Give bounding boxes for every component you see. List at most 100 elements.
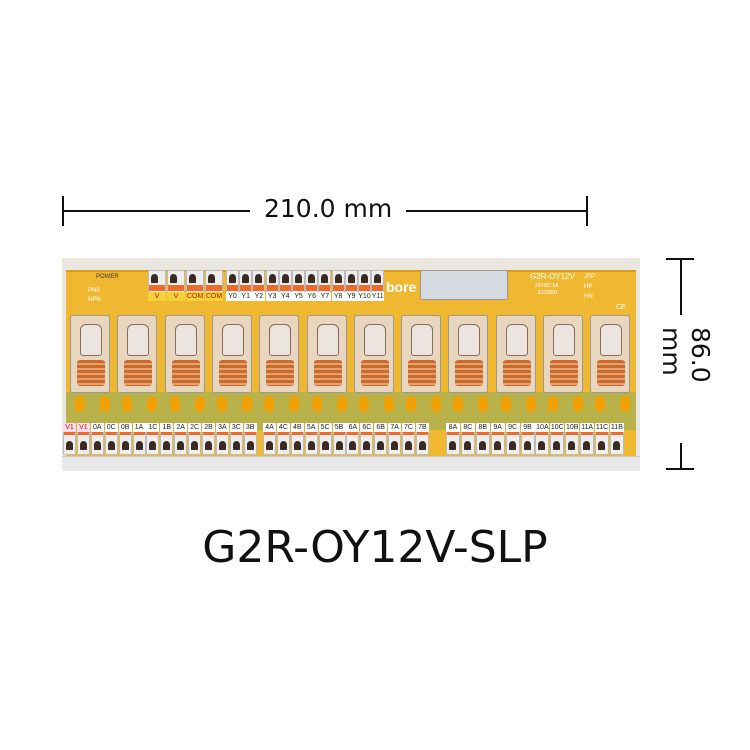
terminal-lever[interactable] bbox=[596, 429, 608, 435]
relay-coil bbox=[316, 324, 339, 356]
terminal-lever[interactable] bbox=[416, 429, 428, 435]
terminal[interactable] bbox=[374, 425, 388, 455]
terminal-hole bbox=[493, 441, 501, 450]
terminal-lever[interactable] bbox=[266, 285, 278, 291]
terminal-hole bbox=[268, 274, 276, 283]
jumper-jsp[interactable]: JSP bbox=[584, 274, 596, 280]
terminal[interactable] bbox=[332, 425, 346, 455]
relay-coil bbox=[269, 324, 292, 356]
terminal-hole bbox=[598, 441, 605, 450]
terminal-lever[interactable] bbox=[279, 285, 291, 291]
terminal-lever[interactable] bbox=[506, 429, 519, 435]
terminal[interactable] bbox=[388, 425, 402, 455]
terminal-lever[interactable] bbox=[610, 429, 623, 435]
relay bbox=[70, 315, 110, 393]
terminal[interactable] bbox=[276, 425, 290, 455]
terminal-lever[interactable] bbox=[551, 429, 564, 435]
terminal[interactable] bbox=[360, 425, 374, 455]
terminal-lever[interactable] bbox=[566, 429, 579, 435]
terminal-lever[interactable] bbox=[149, 285, 165, 291]
terminal-lever[interactable] bbox=[476, 429, 489, 435]
terminal-lever[interactable] bbox=[168, 285, 184, 291]
terminal-lever[interactable] bbox=[461, 429, 474, 435]
terminal[interactable] bbox=[146, 425, 160, 455]
terminal[interactable] bbox=[318, 425, 332, 455]
terminal[interactable] bbox=[243, 425, 257, 455]
terminal-lever[interactable] bbox=[536, 429, 549, 435]
terminal-lever[interactable] bbox=[206, 285, 222, 291]
terminal[interactable] bbox=[76, 425, 90, 455]
terminal-lever[interactable] bbox=[64, 429, 75, 435]
terminal-hole bbox=[349, 441, 357, 450]
status-led bbox=[289, 396, 300, 412]
terminal-hole bbox=[232, 441, 240, 450]
terminal-hole bbox=[246, 441, 254, 450]
terminal-lever[interactable] bbox=[264, 429, 275, 435]
terminal-lever[interactable] bbox=[216, 429, 228, 435]
terminal[interactable] bbox=[229, 425, 243, 455]
terminal[interactable] bbox=[263, 425, 276, 455]
terminal[interactable] bbox=[174, 425, 188, 455]
terminal-lever[interactable] bbox=[361, 429, 373, 435]
terminal-hole bbox=[107, 441, 115, 450]
terminal-lever[interactable] bbox=[203, 429, 214, 435]
terminal-lever[interactable] bbox=[277, 429, 289, 435]
terminal-lever[interactable] bbox=[105, 429, 117, 435]
terminal-lever[interactable] bbox=[319, 285, 331, 291]
terminal[interactable] bbox=[118, 425, 132, 455]
terminal-lever[interactable] bbox=[306, 285, 318, 291]
terminal-label: V bbox=[167, 292, 185, 301]
terminal-hole bbox=[151, 274, 158, 283]
terminal-lever[interactable] bbox=[389, 429, 401, 435]
terminal-lever[interactable] bbox=[332, 285, 344, 291]
terminal-lever[interactable] bbox=[133, 429, 145, 435]
terminal-lever[interactable] bbox=[227, 285, 238, 291]
relay-coil bbox=[505, 324, 528, 356]
terminal-hole bbox=[538, 441, 546, 450]
terminal-lever[interactable] bbox=[319, 429, 331, 435]
terminal-lever[interactable] bbox=[293, 285, 304, 291]
terminal-hole bbox=[208, 274, 215, 283]
terminal-lever[interactable] bbox=[359, 285, 370, 291]
terminal[interactable] bbox=[63, 425, 76, 455]
terminal-lever[interactable] bbox=[581, 429, 594, 435]
terminal-lever[interactable] bbox=[347, 429, 359, 435]
terminal-lever[interactable] bbox=[189, 429, 201, 435]
terminal-lever[interactable] bbox=[119, 429, 131, 435]
relay-contacts bbox=[77, 360, 105, 386]
terminal-hole bbox=[79, 441, 87, 450]
terminal-lever[interactable] bbox=[91, 429, 103, 435]
terminal-lever[interactable] bbox=[161, 429, 173, 435]
terminal[interactable] bbox=[202, 425, 215, 455]
terminal-label: 2A bbox=[174, 423, 188, 432]
terminal-label: Y0 bbox=[226, 292, 239, 301]
terminal-lever[interactable] bbox=[175, 429, 187, 435]
terminal[interactable] bbox=[490, 425, 505, 455]
terminal-lever[interactable] bbox=[491, 429, 504, 435]
terminal-lever[interactable] bbox=[521, 429, 534, 435]
terminal-lever[interactable] bbox=[187, 285, 203, 291]
jumper-hp[interactable]: HP bbox=[584, 284, 593, 290]
terminal-label: 2C bbox=[188, 423, 202, 432]
terminal-lever[interactable] bbox=[305, 429, 317, 435]
terminal-lever[interactable] bbox=[77, 429, 89, 435]
terminal-lever[interactable] bbox=[253, 285, 265, 291]
terminal-lever[interactable] bbox=[230, 429, 242, 435]
terminal-lever[interactable] bbox=[403, 429, 414, 435]
terminal[interactable] bbox=[188, 425, 202, 455]
terminal-lever[interactable] bbox=[240, 285, 252, 291]
idc-connector[interactable] bbox=[420, 270, 508, 300]
terminal-lever[interactable] bbox=[147, 429, 159, 435]
terminal[interactable] bbox=[535, 425, 550, 455]
terminal[interactable] bbox=[460, 425, 475, 455]
terminal-lever[interactable] bbox=[447, 429, 459, 435]
terminal-lever[interactable] bbox=[372, 285, 384, 291]
terminal-lever[interactable] bbox=[291, 429, 303, 435]
terminal-lever[interactable] bbox=[375, 429, 387, 435]
terminal-lever[interactable] bbox=[244, 429, 256, 435]
terminal-label: 4B bbox=[290, 423, 304, 432]
jumper-hn[interactable]: HN bbox=[584, 294, 593, 300]
terminal[interactable] bbox=[104, 425, 118, 455]
terminal-lever[interactable] bbox=[333, 429, 345, 435]
terminal-lever[interactable] bbox=[345, 285, 357, 291]
